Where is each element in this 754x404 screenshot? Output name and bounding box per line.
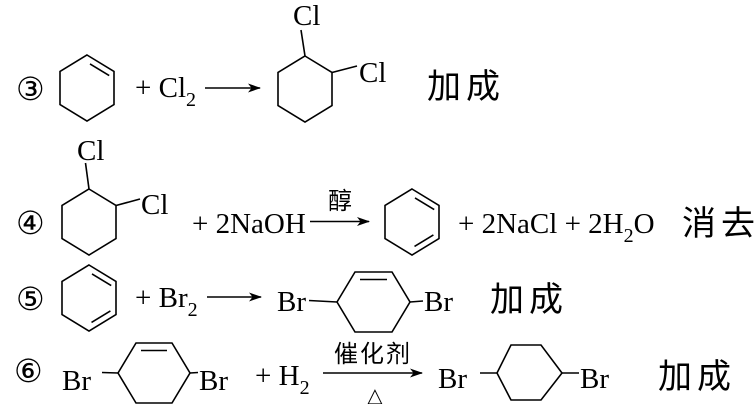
br-label: Br <box>580 363 609 395</box>
br-label: Br <box>277 286 306 318</box>
heat-delta-symbol: △ <box>367 383 383 404</box>
dibromocyclohexene-structure: Br Br <box>277 271 453 333</box>
c-br-bond <box>189 371 199 374</box>
cyclohexadiene-structure <box>384 188 440 256</box>
condition-arrow: 醇 <box>310 188 370 226</box>
byproducts-formula: + 2NaCl + 2H2O <box>458 208 655 247</box>
hexagon-ring <box>384 188 440 256</box>
reaction-type-label: 加成 <box>490 281 568 319</box>
br-label: Br <box>199 365 228 397</box>
reaction-type-label: 消去 <box>682 205 754 243</box>
reaction-type-label: 加成 <box>658 358 736 396</box>
c-cl-bond <box>300 29 306 57</box>
dibromocyclohexene-structure: Br Br <box>62 342 228 404</box>
cl-label: Cl <box>141 189 168 221</box>
reaction-number: ④ <box>16 204 45 242</box>
reaction-3: ③ + Cl2 Cl Cl 加成 <box>16 0 505 123</box>
reagent-formula: + 2NaOH <box>192 208 306 240</box>
reaction-number: ③ <box>16 70 45 108</box>
double-bond-line <box>89 63 110 77</box>
condition-label: 催化剂 <box>334 341 412 368</box>
c-cl-bond <box>331 65 358 74</box>
reaction-type-label: 加成 <box>427 68 505 106</box>
br-label: Br <box>438 363 467 395</box>
reaction-number: ⑥ <box>14 352 43 390</box>
hexagon-ring <box>336 271 411 333</box>
c-cl-bond <box>84 162 90 190</box>
hexagon-ring <box>117 342 191 404</box>
cl-label: Cl <box>77 135 104 167</box>
reagent-formula: + Cl2 <box>135 72 196 111</box>
double-bond-line <box>91 273 112 287</box>
c-br-bond <box>409 300 424 303</box>
reaction-number: ⑤ <box>16 280 45 318</box>
dibromocyclohexane-structure: Br Br <box>438 344 609 401</box>
hexagon-ring <box>61 264 117 332</box>
hexagon-ring <box>496 344 564 401</box>
cl-label: Cl <box>359 57 386 89</box>
reaction-5: ⑤ + Br2 Br Br 加成 <box>16 264 568 333</box>
cl-label: Cl <box>293 0 320 32</box>
br-label: Br <box>424 286 453 318</box>
reaction-4: ④ Cl Cl + 2NaOH 醇 + 2NaCl + 2H2O 消去 <box>16 135 754 256</box>
c-br-bond <box>308 299 338 303</box>
reaction-6: ⑥ Br Br + H2 催化剂 △ Br Br 加成 <box>14 341 736 404</box>
dichlorocyclohexane-structure: Cl Cl <box>61 135 168 256</box>
dichlorocyclohexane-structure: Cl Cl <box>277 0 386 123</box>
double-bond-line <box>414 197 435 211</box>
reagent-formula: + H2 <box>255 360 310 399</box>
br-label: Br <box>62 365 91 397</box>
hexagon-ring <box>59 54 115 122</box>
double-bond-line <box>414 234 434 248</box>
hexagon-ring <box>61 188 117 256</box>
condition-label: 醇 <box>328 188 354 215</box>
hexagon-ring <box>277 55 333 123</box>
cyclohexadiene-structure <box>61 264 117 332</box>
reagent-formula: + Br2 <box>135 282 198 321</box>
c-cl-bond <box>115 198 141 207</box>
double-bond-line <box>91 310 111 324</box>
condition-arrow: 催化剂 △ <box>323 341 423 404</box>
cyclohexene-structure <box>59 54 115 122</box>
c-br-bond <box>101 371 119 374</box>
